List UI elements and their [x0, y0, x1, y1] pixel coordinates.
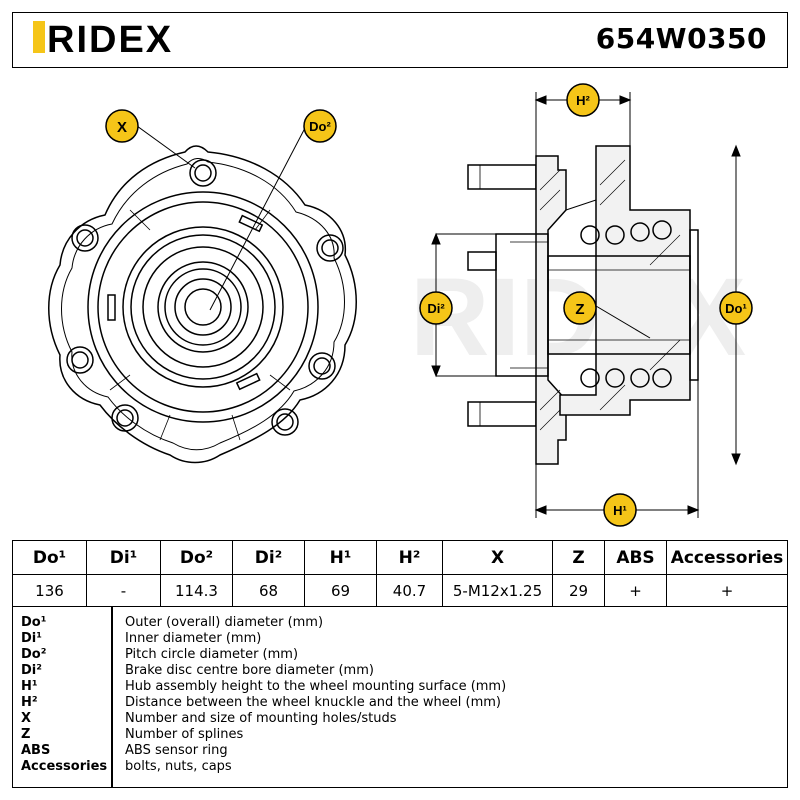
col-accessories: Accessories [666, 540, 788, 575]
svg-text:Do²: Do² [309, 119, 331, 134]
legend-code: Do² [21, 647, 47, 662]
col-abs: ABS [604, 540, 667, 575]
svg-text:Z: Z [575, 301, 584, 318]
value-do2: 114.3 [160, 574, 233, 607]
value-x: 5-M12x1.25 [442, 574, 553, 607]
legend-desc: Outer (overall) diameter (mm) [125, 615, 324, 630]
specs-value-row: 136 - 114.3 68 69 40.7 5-M12x1.25 29 + + [12, 574, 788, 607]
col-di2: Di² [232, 540, 305, 575]
legend-divider [111, 607, 113, 787]
value-z: 29 [552, 574, 605, 607]
col-z: Z [552, 540, 605, 575]
svg-text:H²: H² [576, 93, 590, 108]
ridex-logo: RIDEX [33, 19, 173, 59]
front-view [48, 125, 357, 464]
svg-text:X: X [117, 119, 127, 136]
legend-code: Di¹ [21, 631, 42, 646]
legend-code: Di² [21, 663, 42, 678]
specs-table: Do¹ Di¹ Do² Di² H¹ H² X Z ABS Accessorie… [12, 540, 788, 607]
col-di1: Di¹ [86, 540, 161, 575]
legend-desc: bolts, nuts, caps [125, 759, 232, 774]
legend-code: Z [21, 727, 31, 742]
legend-desc: Number of splines [125, 727, 244, 742]
svg-text:H¹: H¹ [613, 503, 627, 518]
legend-desc: Pitch circle diameter (mm) [125, 647, 299, 662]
label-h1: H¹ [603, 493, 637, 527]
legend-desc: Distance between the wheel knuckle and t… [125, 695, 501, 710]
value-h1: 69 [304, 574, 377, 607]
logo-accent [33, 21, 45, 53]
value-accessories: + [666, 574, 788, 607]
label-z: Z [563, 291, 597, 325]
legend-desc: Number and size of mounting holes/studs [125, 711, 397, 726]
legend-code: ABS [21, 743, 51, 758]
logo-text: RIDEX [47, 19, 173, 59]
specs-header-row: Do¹ Di¹ Do² Di² H¹ H² X Z ABS Accessorie… [12, 540, 788, 575]
value-di1: - [86, 574, 161, 607]
part-number: 654W0350 [595, 22, 767, 55]
side-view [467, 145, 699, 465]
value-do1: 136 [12, 574, 87, 607]
value-di2: 68 [232, 574, 305, 607]
legend-desc: Inner diameter (mm) [125, 631, 262, 646]
legend: Do¹ Outer (overall) diameter (mm) Di¹ In… [12, 606, 788, 788]
header-bar: RIDEX 654W0350 [12, 12, 788, 68]
label-x: X [105, 109, 139, 143]
legend-code: X [21, 711, 32, 726]
col-do1: Do¹ [12, 540, 87, 575]
legend-code: Accessories [21, 759, 108, 774]
flange-outline [48, 145, 357, 464]
legend-code: H² [21, 695, 38, 710]
label-do1: Do¹ [719, 291, 753, 325]
legend-code: H¹ [21, 679, 38, 694]
label-do2: Do² [303, 109, 337, 143]
legend-desc: Hub assembly height to the wheel mountin… [125, 679, 507, 694]
value-h2: 40.7 [376, 574, 443, 607]
label-di2: Di² [419, 291, 453, 325]
col-do2: Do² [160, 540, 233, 575]
svg-text:Do¹: Do¹ [725, 301, 747, 316]
hub-drawing: RIDEX [48, 83, 753, 527]
svg-text:Di²: Di² [427, 301, 445, 316]
col-h1: H¹ [304, 540, 377, 575]
col-x: X [442, 540, 553, 575]
legend-code: Do¹ [21, 615, 47, 630]
legend-desc: Brake disc centre bore diameter (mm) [125, 663, 374, 678]
value-abs: + [604, 574, 667, 607]
label-h2: H² [566, 83, 600, 117]
col-h2: H² [376, 540, 443, 575]
legend-desc: ABS sensor ring [125, 743, 228, 758]
